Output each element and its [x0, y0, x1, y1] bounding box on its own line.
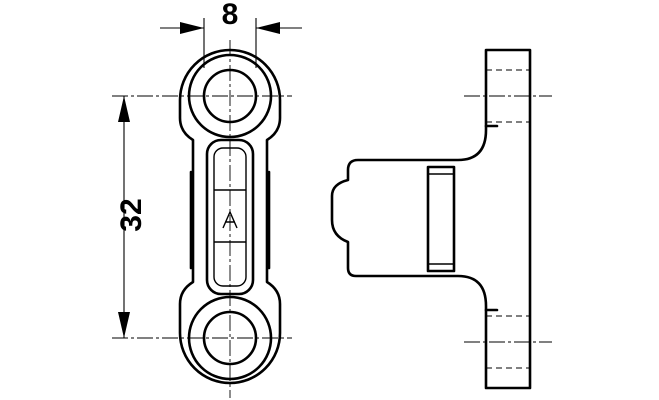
side-view [330, 48, 552, 390]
side-view-outline [330, 48, 532, 390]
front-view-body-outline [178, 48, 282, 385]
dimension-hole-spacing: 32 [115, 96, 148, 338]
hole-spacing-label: 32 [115, 198, 148, 231]
dimension-width: 8 [160, 0, 302, 68]
front-view: H [112, 40, 292, 398]
side-slot [426, 165, 456, 273]
width-label: 8 [222, 0, 239, 31]
